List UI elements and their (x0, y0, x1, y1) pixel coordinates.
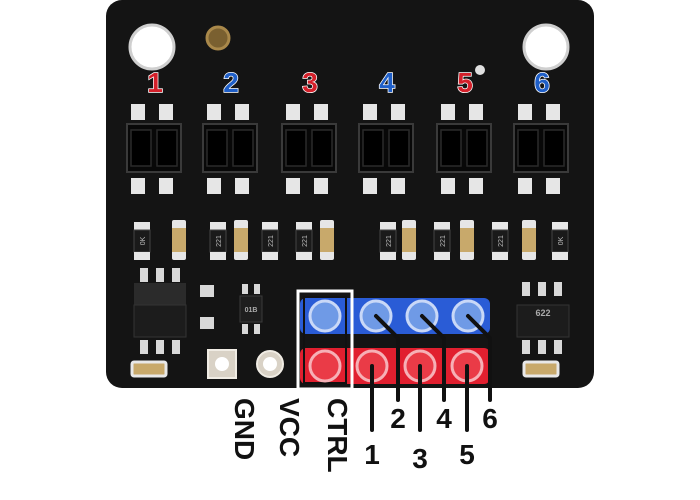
capacitor-1 (172, 220, 186, 260)
sensor-pair-2 (202, 104, 258, 194)
resistor-2: 221 (209, 222, 227, 260)
pin-label-3: 3 (412, 443, 428, 474)
cap-bottom-left (130, 360, 168, 378)
pin-label-1: 1 (364, 439, 380, 470)
sensor-pair-5 (436, 104, 492, 194)
sensor-pair-6 (513, 104, 569, 194)
mounting-hole-right (522, 23, 570, 71)
leader-lines (370, 314, 492, 432)
ctrl-highlight-box (296, 289, 354, 391)
capacitor-3 (320, 220, 334, 260)
mounting-hole-left (128, 23, 176, 71)
chip-left: 622 (133, 268, 187, 354)
leader-pin-2 (374, 314, 400, 402)
bottom-pin-0 (308, 349, 342, 383)
resistor-1: 0K (133, 222, 151, 260)
resistor-4: 221 (295, 222, 313, 260)
cap-bottom-right (522, 360, 560, 378)
resistor-mark-7: 221 (498, 235, 505, 247)
sensor-number-5: 5 (457, 67, 473, 98)
vcc-pad-hole (263, 357, 277, 371)
sensor-pair-1 (126, 104, 182, 194)
resistor-mark-1: 0K (140, 236, 147, 245)
resistor-mark-4: 221 (302, 235, 309, 247)
sensor-number-4: 4 (379, 67, 395, 98)
sensor-pair-4 (358, 104, 414, 194)
small-chip-mark: 01B (245, 307, 258, 314)
blue-trace (300, 298, 490, 334)
capacitor-5 (460, 220, 474, 260)
pin-label-6: 6 (482, 403, 498, 434)
pin-label-5: 5 (459, 439, 475, 470)
resistor-8: 0K (551, 222, 569, 260)
resistor-mark-5: 221 (386, 235, 393, 247)
ctrl-label: CTRL (322, 398, 353, 473)
pin-label-4: 4 (436, 403, 452, 434)
gnd-label: GND (229, 398, 260, 460)
capacitor-2 (234, 220, 248, 260)
resistor-7: 221 (491, 222, 509, 260)
sensor-number-1: 1 (147, 67, 163, 98)
leader-pin-4 (420, 314, 446, 402)
leader-pin-6 (466, 314, 492, 402)
sensor-number-6: 6 (534, 67, 550, 98)
resistor-mark-3: 221 (268, 235, 275, 247)
resistor-3: 221 (261, 222, 279, 260)
capacitor-4 (402, 220, 416, 260)
chip-right: 622 (516, 282, 570, 354)
resistor-mark-8: 0K (558, 236, 565, 245)
vcc-label: VCC (274, 398, 305, 457)
resistor-mark-6: 221 (440, 235, 447, 247)
pin-label-2: 2 (390, 403, 406, 434)
pcb-board (106, 0, 594, 388)
capacitor-6 (522, 220, 536, 260)
sensor-pair-3 (281, 104, 337, 194)
resistor-5: 221 (379, 222, 397, 260)
resistor-mark-2: 221 (216, 235, 223, 247)
via-gold-top (205, 25, 231, 51)
small-chip-middle: 01B (200, 284, 263, 334)
via-small (475, 65, 485, 75)
gnd-pad-hole (215, 357, 229, 371)
sensor-number-2: 2 (223, 67, 239, 98)
resistor-6: 221 (433, 222, 451, 260)
top-pin-0 (308, 299, 342, 333)
chip-right-mark: 622 (535, 308, 550, 318)
sensor-number-3: 3 (302, 67, 318, 98)
gnd-pad (207, 349, 237, 379)
